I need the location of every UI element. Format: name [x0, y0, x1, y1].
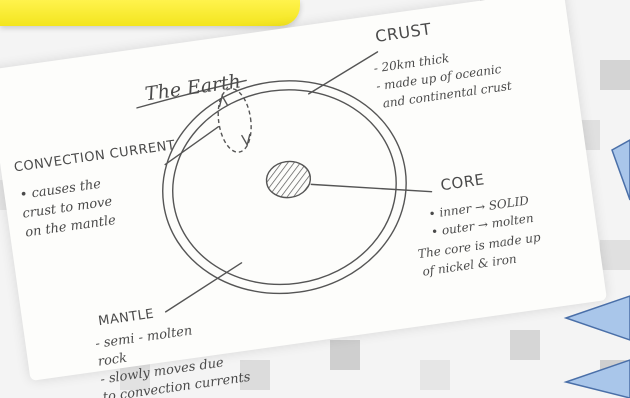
convection-heading: CONVECTION CURRENT: [13, 138, 176, 175]
diagram-title: The Earth: [144, 70, 242, 105]
mantle-heading: MANTLE: [97, 307, 155, 330]
core-pointer: [311, 168, 431, 208]
mantle-pointer: [160, 263, 246, 312]
core-hatched: [264, 159, 313, 201]
core-heading: CORE: [439, 170, 485, 194]
crust-heading: CRUST: [374, 19, 433, 46]
crust-pointer: [304, 52, 382, 94]
mantle-line-2: rock: [97, 351, 128, 370]
